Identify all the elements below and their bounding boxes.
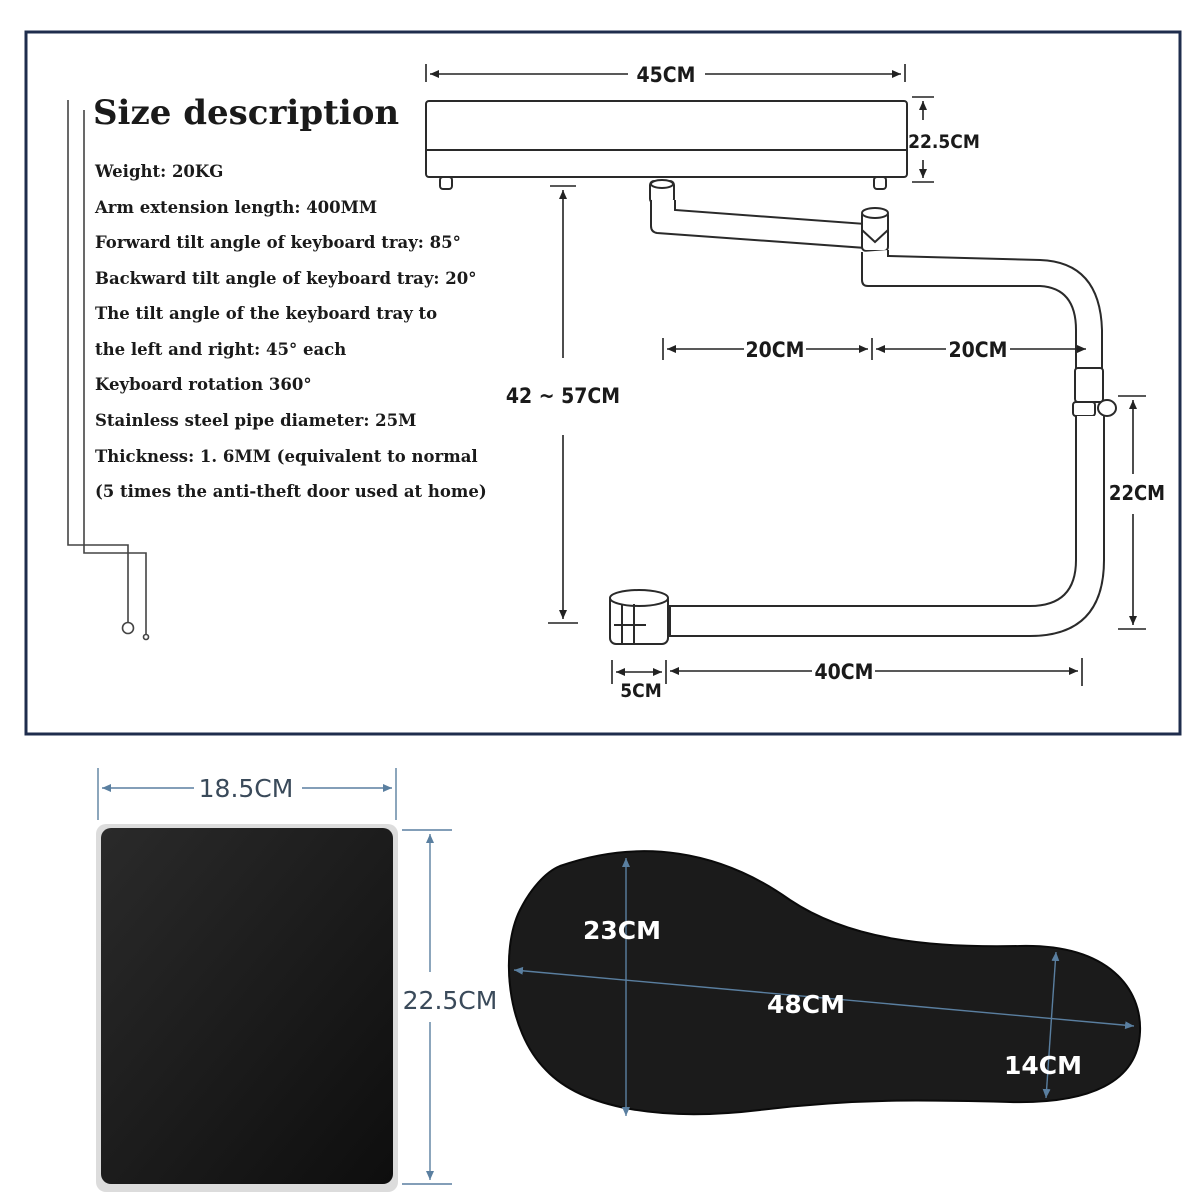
dim-pad-height: 22.5CM [403,986,498,1015]
dim-wrist-wide-end: 23CM [583,916,661,945]
dim-post-height: 22CM [1109,481,1165,505]
keyboard-tray-outline [425,100,908,178]
keyboard-arm-drawing [425,100,1117,645]
spec-panel: Size description Weight: 20KG Arm extens… [93,93,487,501]
dim-base-length: 40CM [815,660,874,684]
spec-title: Size description [93,93,399,133]
cable-lines-decoration [67,100,150,641]
spec-line: Forward tilt angle of keyboard tray: 85° [95,233,461,252]
spec-line: Weight: 20KG [94,162,223,181]
dim-pad-width: 18.5CM [199,774,294,803]
spec-line: the left and right: 45° each [95,340,346,359]
dim-tray-width: 45CM [637,63,696,87]
mouse-pad [96,824,398,1192]
dim-arm-right: 20CM [949,338,1008,362]
spec-line: Keyboard rotation 360° [95,375,312,394]
spec-line: The tilt angle of the keyboard tray to [95,304,437,323]
dim-tray-height: 22.5CM [908,131,980,153]
spec-line: Stainless steel pipe diameter: 25M [95,411,416,430]
dim-wrist-length: 48CM [767,990,845,1019]
spec-line: Arm extension length: 400MM [94,198,377,217]
spec-line: (5 times the anti-theft door used at hom… [95,482,487,501]
dim-vertical-range: 42 ~ 57CM [506,384,620,408]
arm-dimension-lines [425,64,1146,686]
dim-clamp-width: 5CM [620,680,661,702]
mouse-pad-surface [101,828,393,1184]
spec-line: Thickness: 1. 6MM (equivalent to normal [95,447,478,466]
mouse-pad-dimensions [97,768,452,1185]
wrist-rest-dimensions [513,858,1135,1116]
dim-arm-left: 20CM [746,338,805,362]
dim-wrist-narrow-end: 14CM [1004,1051,1082,1080]
spec-line: Backward tilt angle of keyboard tray: 20… [95,269,476,288]
arm-dimension-labels: 45CM 22.5CM 42 ~ 57CM 20CM 20CM 22CM 40C… [506,63,1165,702]
